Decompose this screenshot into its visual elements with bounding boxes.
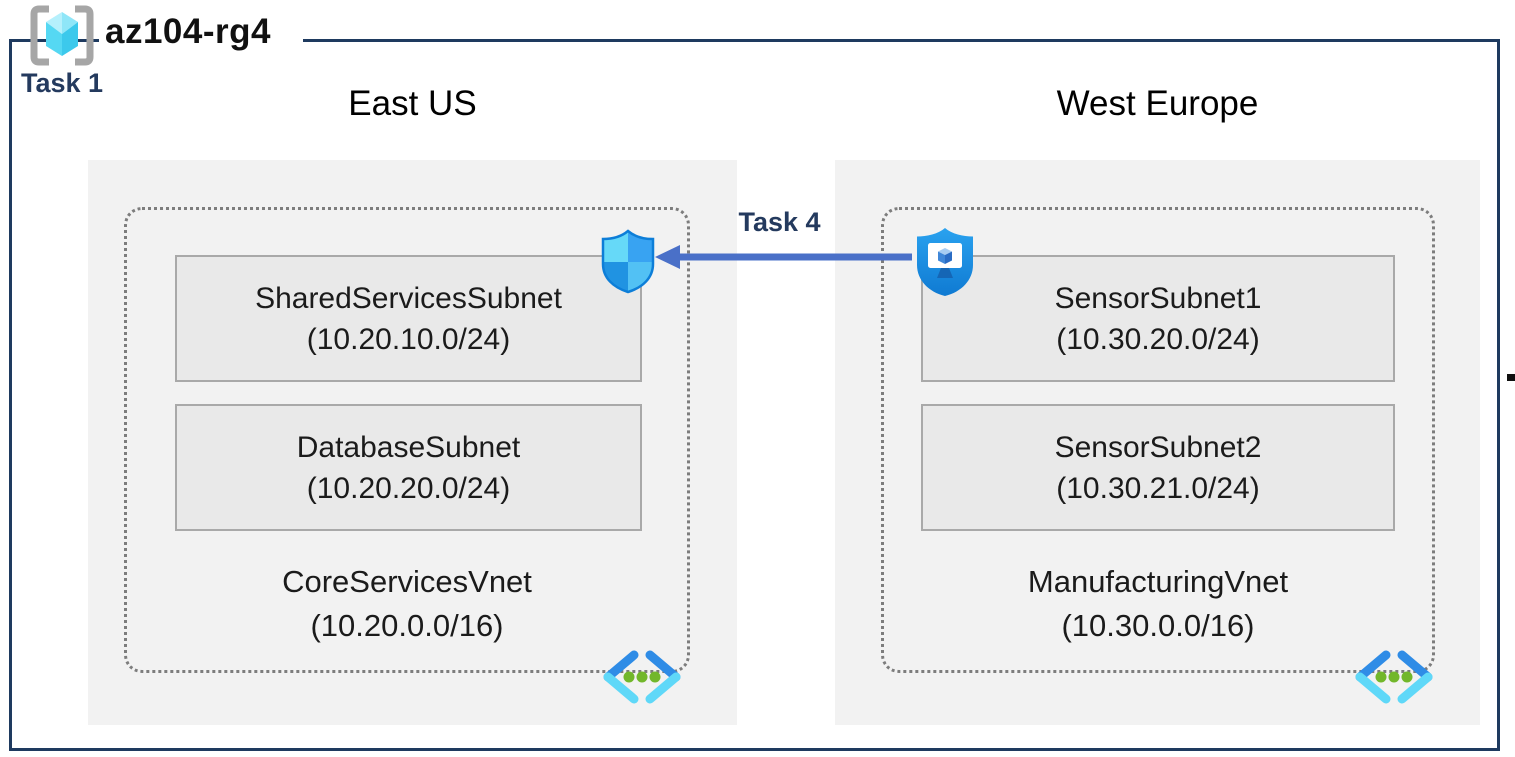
task1-label: Task 1 (21, 68, 104, 98)
resource-group-frame (9, 39, 1500, 751)
network-security-group-icon (600, 229, 656, 294)
subnet-box-databasesubnet: DatabaseSubnet (10.20.20.0/24) (175, 404, 642, 531)
vnet-cidr: (10.30.0.0/16) (1061, 608, 1255, 643)
vnet-label-coreservicesvnet: CoreServicesVnet (10.20.0.0/16) (124, 560, 690, 648)
task4-label: Task 4 (738, 207, 821, 237)
vnet-name: CoreServicesVnet (282, 564, 532, 599)
subnet-cidr: (10.30.21.0/24) (1056, 471, 1260, 505)
peering-arrow (652, 243, 914, 271)
subnet-cidr: (10.20.10.0/24) (306, 322, 511, 356)
subnet-name: DatabaseSubnet (296, 430, 521, 464)
subnet-box-sensorsubnet2: SensorSubnet2 (10.30.21.0/24) (921, 404, 1395, 531)
subnet-name: SharedServicesSubnet (255, 281, 562, 315)
subnet-box-sharedservicessubnet: SharedServicesSubnet (10.20.10.0/24) (175, 255, 642, 382)
subnet-box-sensorsubnet1: SensorSubnet1 (10.30.20.0/24) (921, 255, 1395, 382)
subnet-cidr: (10.20.20.0/24) (306, 471, 511, 505)
virtual-network-icon (1352, 650, 1436, 704)
virtual-network-icon (600, 650, 684, 704)
subnet-name: SensorSubnet1 (1054, 281, 1262, 315)
region-title-east-us: East US (348, 84, 477, 123)
region-title-west-europe: West Europe (1056, 84, 1259, 123)
shield-monitor-icon (914, 226, 976, 298)
subnet-cidr: (10.30.20.0/24) (1056, 322, 1260, 356)
resource-group-icon (26, 4, 98, 68)
stray-dash-mark (1507, 374, 1515, 381)
vnet-name: ManufacturingVnet (1027, 564, 1289, 599)
vnet-boundary-manufacturingvnet (881, 207, 1435, 673)
vnet-cidr: (10.20.0.0/16) (310, 608, 504, 643)
subnet-name: SensorSubnet2 (1054, 430, 1262, 464)
vnet-boundary-coreservicesvnet (124, 207, 690, 673)
resource-group-title: az104-rg4 (99, 12, 303, 58)
vnet-label-manufacturingvnet: ManufacturingVnet (10.30.0.0/16) (881, 560, 1435, 648)
